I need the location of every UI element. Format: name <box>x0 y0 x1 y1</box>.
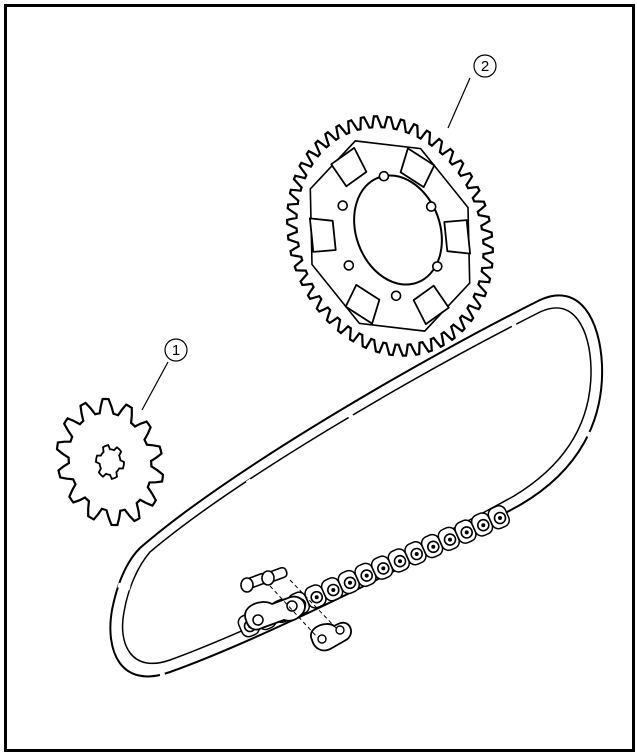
bolt-hole <box>425 201 437 212</box>
chain-link <box>487 505 510 530</box>
callout-2: 2 <box>447 54 497 129</box>
diagram-frame <box>4 4 635 752</box>
chain-link <box>320 577 344 602</box>
bolt-hole <box>390 290 402 302</box>
bolt-hole <box>378 170 390 182</box>
master-link-side-plate <box>244 595 306 631</box>
lightening-window <box>412 284 450 325</box>
callout-1: 1 <box>141 338 188 411</box>
chain-link <box>337 569 360 595</box>
lightening-window <box>344 284 381 325</box>
bolt-hole <box>343 260 355 271</box>
lightening-window <box>309 217 337 253</box>
callout-1-label: 1 <box>172 342 180 359</box>
lightening-window <box>330 147 368 188</box>
lightening-window <box>443 219 471 255</box>
master-link-clip <box>310 621 352 652</box>
lightening-window <box>399 147 436 188</box>
drive-chain <box>109 294 604 681</box>
bolt-hole <box>337 200 349 211</box>
drive-sprocket <box>55 397 165 527</box>
bolt-hole <box>431 261 443 272</box>
chain-link <box>370 555 394 580</box>
chain-link <box>304 584 327 609</box>
callout-2-label: 2 <box>481 58 489 75</box>
driven-sprocket <box>286 115 494 357</box>
chain-link <box>387 548 410 573</box>
master-link <box>240 566 352 652</box>
master-link-pins <box>240 566 288 593</box>
chain-link <box>354 562 377 588</box>
chain-link <box>470 512 494 537</box>
